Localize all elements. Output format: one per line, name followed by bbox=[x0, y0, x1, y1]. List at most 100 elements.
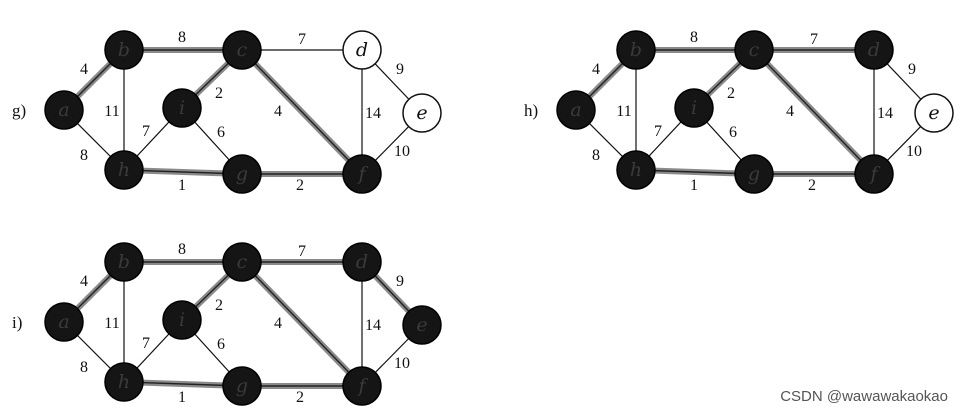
edge-weight-b-c: 8 bbox=[690, 29, 698, 46]
mst-edge-core-c-f bbox=[241, 49, 363, 175]
node-f bbox=[854, 154, 894, 194]
edge-weight-g-f: 2 bbox=[296, 177, 304, 194]
node-label-g: g bbox=[236, 163, 248, 185]
edge-weight-c-d: 7 bbox=[810, 31, 818, 48]
node-label-i: i bbox=[691, 97, 697, 119]
node-label-f: f bbox=[356, 375, 368, 397]
node-label-a: a bbox=[570, 99, 581, 121]
edge-weight-d-f: 14 bbox=[365, 105, 381, 122]
node-g bbox=[222, 154, 262, 194]
edge-weight-d-e: 9 bbox=[908, 61, 916, 78]
mst-edge-core-c-f bbox=[753, 49, 875, 175]
node-label-e: e bbox=[416, 314, 427, 336]
node-f bbox=[342, 366, 382, 406]
node-label-d: d bbox=[356, 39, 368, 61]
node-label-h: h bbox=[118, 371, 130, 393]
edge-weight-a-b: 4 bbox=[592, 61, 600, 78]
node-label-b: b bbox=[630, 39, 642, 61]
node-label-c: c bbox=[237, 251, 248, 273]
node-label-i: i bbox=[179, 97, 185, 119]
node-d bbox=[342, 242, 382, 282]
watermark: CSDN @wawawakaokao bbox=[780, 388, 948, 405]
edge-weight-a-h: 8 bbox=[80, 147, 88, 164]
node-a bbox=[44, 302, 84, 342]
edge-weight-c-d: 7 bbox=[298, 31, 306, 48]
node-b bbox=[616, 30, 656, 70]
node-a bbox=[556, 90, 596, 130]
edge-weight-i-g: 6 bbox=[217, 124, 225, 141]
node-h bbox=[104, 150, 144, 190]
node-label-e: e bbox=[416, 102, 427, 124]
node-label-a: a bbox=[58, 311, 69, 333]
node-label-e: e bbox=[928, 102, 939, 124]
edge-weight-b-h: 11 bbox=[616, 103, 631, 120]
edge-weight-a-h: 8 bbox=[592, 147, 600, 164]
edge-weight-c-i: 2 bbox=[727, 85, 735, 102]
node-f bbox=[342, 154, 382, 194]
edge-weight-c-f: 4 bbox=[786, 103, 794, 120]
edge-weight-b-c: 8 bbox=[178, 241, 186, 258]
node-h bbox=[104, 362, 144, 402]
node-e bbox=[402, 305, 442, 345]
edge-weight-c-f: 4 bbox=[274, 315, 282, 332]
edge-weight-b-h: 11 bbox=[104, 103, 119, 120]
node-h bbox=[616, 150, 656, 190]
node-e bbox=[402, 93, 442, 133]
panel-label: g) bbox=[12, 101, 26, 120]
node-label-a: a bbox=[58, 99, 69, 121]
node-b bbox=[104, 30, 144, 70]
node-label-f: f bbox=[868, 163, 880, 185]
edge-weight-e-f: 10 bbox=[394, 143, 410, 160]
node-a bbox=[44, 90, 84, 130]
edge-weight-e-f: 10 bbox=[906, 143, 922, 160]
edge-weight-a-b: 4 bbox=[80, 273, 88, 290]
edge-weight-d-f: 14 bbox=[365, 317, 381, 334]
panel-label: i) bbox=[12, 313, 22, 332]
edge-weight-e-f: 10 bbox=[394, 355, 410, 372]
node-label-c: c bbox=[237, 39, 248, 61]
node-label-b: b bbox=[118, 39, 130, 61]
node-c bbox=[734, 30, 774, 70]
edge-weight-b-c: 8 bbox=[178, 29, 186, 46]
node-label-h: h bbox=[630, 159, 642, 181]
edge-weight-d-f: 14 bbox=[877, 105, 893, 122]
node-label-b: b bbox=[118, 251, 130, 273]
edge-weight-c-f: 4 bbox=[274, 103, 282, 120]
node-c bbox=[222, 242, 262, 282]
edge-weight-c-i: 2 bbox=[215, 297, 223, 314]
edge-weight-b-h: 11 bbox=[104, 315, 119, 332]
node-g bbox=[734, 154, 774, 194]
edge-weight-i-g: 6 bbox=[729, 124, 737, 141]
edge-weight-d-e: 9 bbox=[396, 61, 404, 78]
node-label-d: d bbox=[868, 39, 880, 61]
node-label-f: f bbox=[356, 163, 368, 185]
node-c bbox=[222, 30, 262, 70]
edge-weight-c-d: 7 bbox=[298, 243, 306, 260]
mst-edge-core-c-f bbox=[241, 261, 363, 387]
edge-weight-i-g: 6 bbox=[217, 336, 225, 353]
edge-weight-g-f: 2 bbox=[808, 177, 816, 194]
node-i bbox=[162, 300, 202, 340]
edge-weight-g-f: 2 bbox=[296, 389, 304, 406]
node-label-d: d bbox=[356, 251, 368, 273]
edge-weight-h-g: 1 bbox=[690, 177, 698, 194]
node-label-h: h bbox=[118, 159, 130, 181]
edge-weight-i-h: 7 bbox=[654, 123, 662, 140]
node-label-c: c bbox=[749, 39, 760, 61]
edge-weight-h-g: 1 bbox=[178, 389, 186, 406]
edge-weight-a-h: 8 bbox=[80, 359, 88, 376]
edge-weight-d-e: 9 bbox=[396, 273, 404, 290]
edge-weight-h-g: 1 bbox=[178, 177, 186, 194]
node-b bbox=[104, 242, 144, 282]
node-i bbox=[674, 88, 714, 128]
node-i bbox=[162, 88, 202, 128]
edge-weight-c-i: 2 bbox=[215, 85, 223, 102]
panel-label: h) bbox=[524, 101, 538, 120]
node-e bbox=[914, 93, 954, 133]
node-g bbox=[222, 366, 262, 406]
edge-weight-i-h: 7 bbox=[142, 335, 150, 352]
